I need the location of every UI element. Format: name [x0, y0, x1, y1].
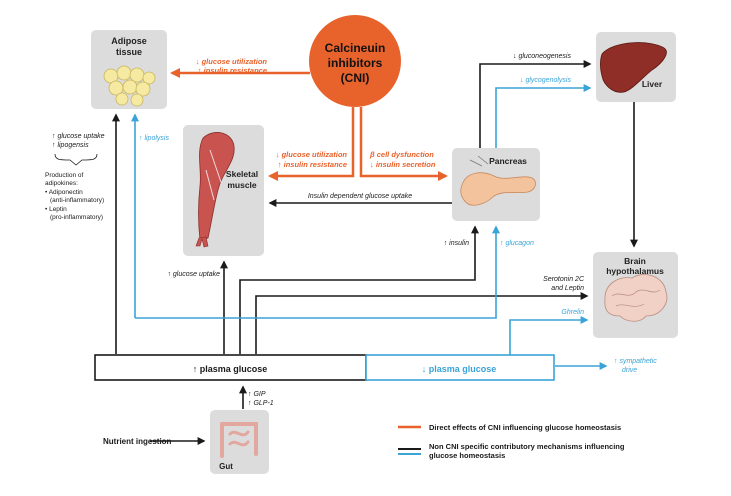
low-glucose-box: ↓ plasma glucose: [365, 354, 555, 381]
black-arrows: [112, 60, 638, 445]
cni-node: Calcineuin inhibitors (CNI): [309, 15, 401, 107]
brain-title-1: Brain: [624, 256, 646, 266]
adipose-title-2: tissue: [116, 47, 142, 57]
adipose-uptake-label-1: ↑ glucose uptake: [52, 133, 105, 140]
cni-to-pancreas-arrow: [359, 107, 448, 181]
adipose-panel: Adipose tissue: [91, 30, 167, 109]
intestine-icon: [220, 422, 258, 458]
glucose-to-pancreas-arrow: [239, 225, 479, 354]
lipolysis-label: ↑ lipolysis: [139, 135, 169, 142]
adipokines-text: Production of adipokines: • Adiponectin …: [45, 172, 104, 221]
brain-title-2: hypothalamus: [606, 266, 664, 276]
high-glucose-box: ↑ plasma glucose: [94, 354, 367, 381]
muscle-effect-2: ↑ insulin resistance: [278, 160, 347, 169]
insulin-dependent-label: Insulin dependent glucose uptake: [308, 193, 412, 200]
gut-panel: Gut: [210, 410, 269, 474]
pancreas-effect-1: β cell dysfunction: [369, 150, 434, 159]
glucagon-label: ↑ glucagon: [500, 240, 534, 247]
gluconeogenesis-label: ↓ gluconeogenesis: [513, 53, 571, 60]
insulin-label: ↑ insulin: [444, 240, 469, 247]
cni-arrows: [170, 68, 448, 181]
high-glucose-label: ↑ plasma glucose: [193, 364, 268, 374]
legend-direct-label: Direct effects of CNI influencing glucos…: [429, 423, 621, 432]
legend-nonspecific-label-1: Non CNI specific contributory mechanisms…: [429, 442, 625, 451]
pancreas-to-liver-glucagon-arrow: [495, 84, 592, 148]
liver-icon: [600, 42, 667, 93]
brace-icon: [54, 153, 98, 166]
legend-nonspecific-label-2: glucose homeostasis: [429, 451, 505, 460]
liver-title: Liver: [642, 79, 663, 89]
muscle-effect-1: ↓ glucose utilization: [276, 150, 348, 159]
adipose-effect-2: ↑ insulin resistance: [198, 66, 267, 75]
glp1-label: ↑ GLP-1: [248, 400, 274, 407]
cni-to-muscle-arrow: [268, 107, 355, 181]
adipokines-line-1: Production of: [45, 172, 83, 179]
gip-label: ↑ GIP: [248, 391, 266, 398]
pancreas-icon: [460, 155, 536, 206]
low-glucose-to-pancreas-arrow: [135, 225, 500, 319]
pancreas-panel: Pancreas: [452, 148, 540, 221]
adipokines-line-6: (pro-inflammatory): [50, 214, 103, 221]
cni-title-1: Calcineuin: [325, 41, 386, 55]
low-glucose-label: ↓ plasma glucose: [422, 364, 497, 374]
cni-title-2: inhibitors: [328, 56, 383, 70]
fat-cells-icon: [103, 65, 156, 107]
serotonin-label-1: Serotonin 2C: [543, 276, 585, 283]
liver-panel: Liver: [596, 32, 676, 102]
pancreas-to-liver-arrow: [479, 60, 592, 148]
glycogenolysis-label: ↓ glycogenolysis: [520, 77, 571, 84]
serotonin-label-2: and Leptin: [551, 285, 584, 292]
sympathetic-label-1: ↑ sympathetic: [614, 358, 657, 365]
blue-arrows: [131, 84, 608, 370]
legend: Direct effects of CNI influencing glucos…: [398, 423, 625, 460]
sympathetic-label-2: drive: [622, 367, 637, 374]
pancreas-effect-2: ↓ insulin secretion: [370, 160, 436, 169]
adipose-effect-1: ↓ glucose utilization: [196, 57, 268, 66]
brain-icon: [604, 274, 668, 322]
adipokines-line-3: • Adiponectin: [45, 189, 83, 196]
nutrient-label: Nutrient ingestion: [103, 437, 172, 446]
low-glucose-to-brain-arrow: [509, 316, 589, 355]
adipokines-line-2: adipokines:: [45, 180, 78, 187]
glucose-to-brain-arrow: [255, 292, 589, 354]
gut-title: Gut: [219, 462, 233, 471]
muscle-uptake-label: ↑ glucose uptake: [167, 271, 220, 278]
pancreas-title: Pancreas: [489, 156, 527, 166]
adipose-title-1: Adipose: [111, 36, 147, 46]
adipokines-line-5: • Leptin: [45, 206, 67, 213]
cni-title-3: (CNI): [341, 71, 370, 85]
arm-muscle-icon: [195, 132, 235, 248]
skeletal-title-1: Skeletal: [226, 169, 258, 179]
skeletal-title-2: muscle: [227, 180, 257, 190]
ghrelin-label: Ghrelin: [561, 309, 584, 316]
skeletal-panel: Skeletal muscle: [183, 125, 264, 256]
brain-panel: Brain hypothalamus: [593, 252, 678, 338]
adipokines-line-4: (anti-inflammatory): [50, 197, 104, 204]
adipose-uptake-label-2: ↑ lipogensis: [52, 142, 89, 149]
